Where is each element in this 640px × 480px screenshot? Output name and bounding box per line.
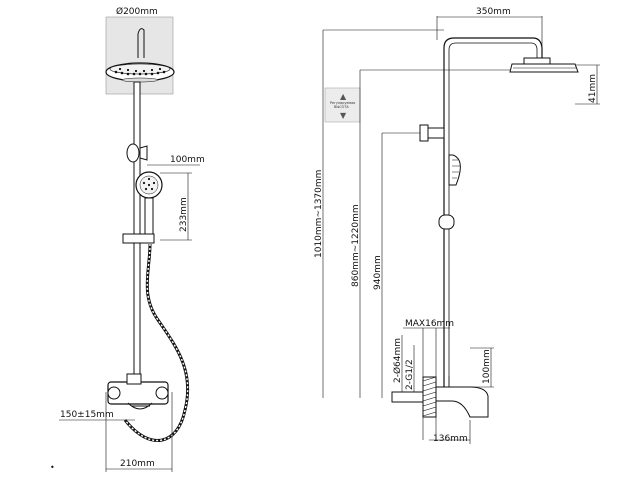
bracket-offset-label: 100mm [170,155,205,165]
front-view: Ø200mm 100mm [59,6,205,472]
side-bracket [419,124,445,142]
overhead-arm [137,28,145,58]
diverter-knob [126,143,148,163]
head-height-label: 860mm~1220mm [351,204,361,287]
arm-length-label: 350mm [476,7,511,17]
flange-label: 2-Ø64mm [392,338,403,383]
side-hand-shower [448,154,461,186]
side-mixer [391,376,489,418]
inlet-spacing-label: 150±15mm [60,410,114,420]
footnote-dot: • [50,463,55,472]
badge-line2: ВЫСОТА [334,105,349,109]
shower-head [105,62,175,83]
wall-hatch [422,376,437,418]
arrow-down-icon: ▼ [340,111,347,120]
head-drop-label: 41mm [588,74,598,103]
hand-shower [135,171,163,243]
side-shower-head [509,57,579,73]
head-diameter-label: Ø200mm [116,6,158,17]
base-width-label: 210mm [120,459,155,469]
mixer-body [107,373,169,410]
side-slide-bracket [438,214,455,230]
side-riser-arm [443,37,543,392]
handshower-height-label: 233mm [179,197,189,232]
slide-bracket [122,233,155,244]
total-height-label: 1010mm~1370mm [314,170,324,258]
mixer-height-label: 100mm [482,349,492,384]
bracket-height-label: 940mm [373,255,383,290]
badge-line1: Регулируемая [330,101,355,105]
arrow-up-icon: ▲ [340,92,347,101]
thread-label: 2-G1/2 [405,359,415,390]
wall-thickness-label: MAX16mm [405,319,454,329]
mixer-depth-label: 136mm [433,434,468,444]
side-view: 350mm 41mm ▲ Регулируемая ВЫСОТА ▼ 1010m… [314,7,600,444]
adjustable-height-badge: ▲ Регулируемая ВЫСОТА ▼ [324,87,361,123]
